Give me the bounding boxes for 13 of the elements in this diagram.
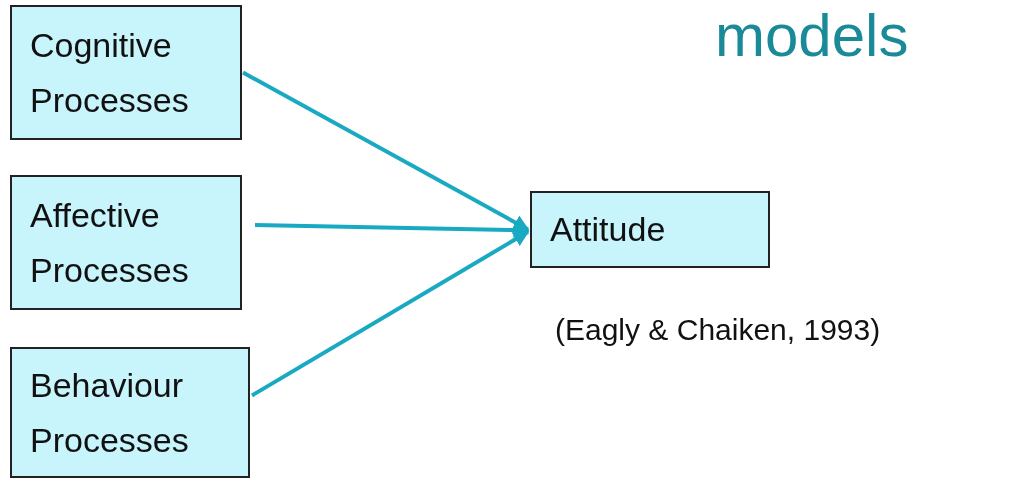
- process-box: [10, 5, 242, 140]
- arrow: [254, 222, 530, 238]
- box-label: Cognitive Processes: [30, 25, 190, 121]
- process-box: [10, 175, 242, 310]
- process-box: [530, 191, 770, 268]
- arrow: [251, 230, 530, 398]
- box-label: Behaviour Processes: [30, 365, 190, 461]
- process-box: [10, 347, 250, 478]
- box-label: Attitude: [550, 209, 666, 251]
- citation: (Eagly & Chaiken, 1993): [555, 313, 881, 347]
- title: models: [715, 1, 909, 71]
- arrow: [242, 70, 530, 232]
- box-label: Affective Processes: [30, 195, 190, 291]
